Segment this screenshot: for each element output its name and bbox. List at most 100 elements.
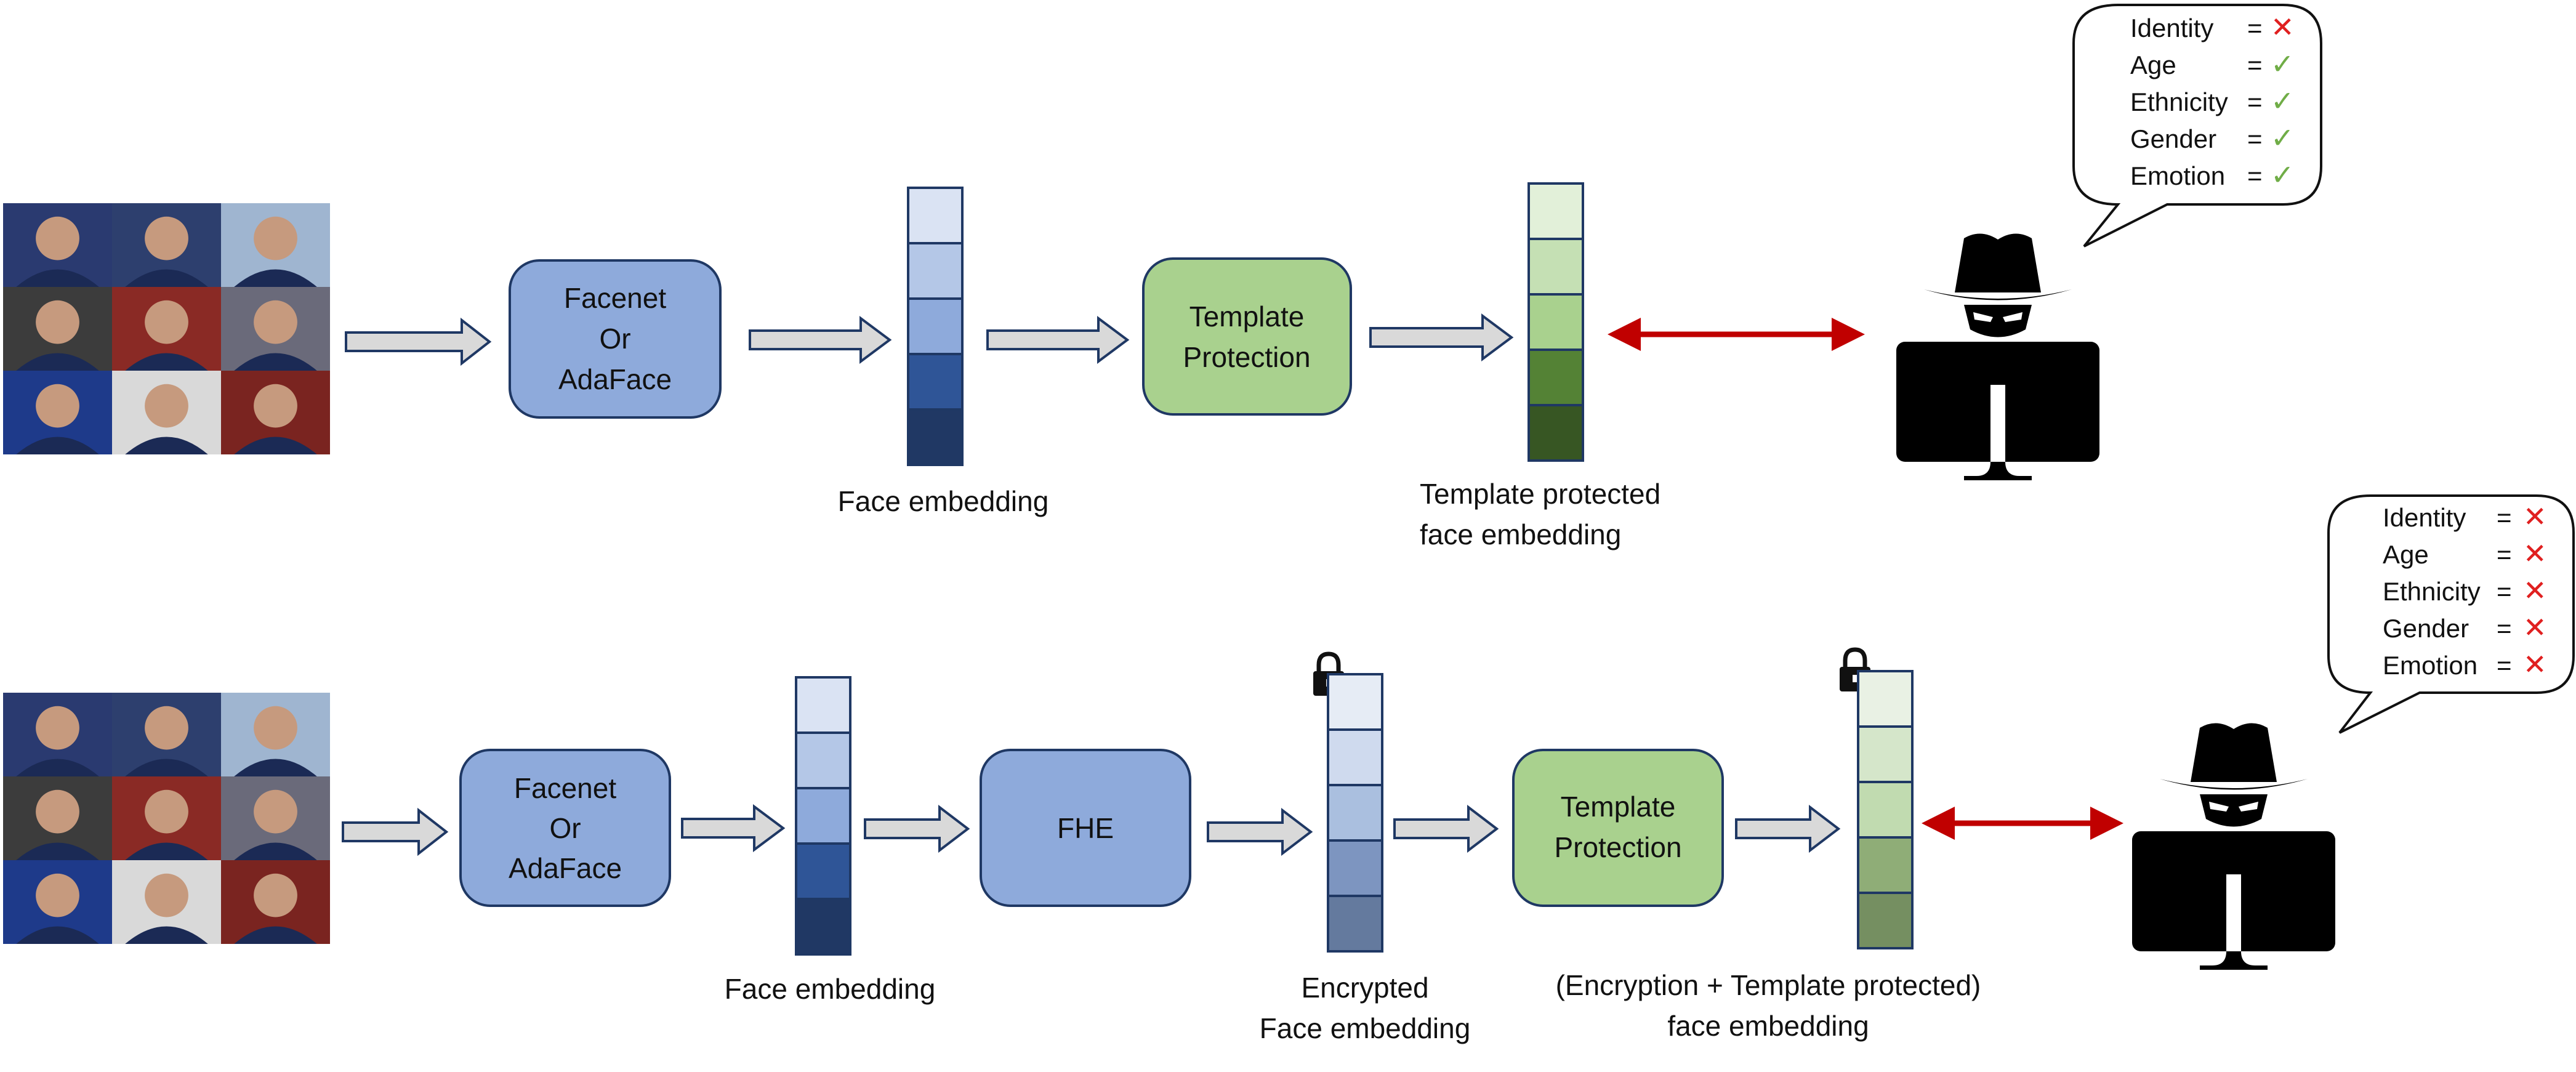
flow-arrow xyxy=(1393,804,1499,853)
hacker-icon xyxy=(1896,233,2099,480)
equals-sign: = xyxy=(2497,503,2512,532)
cross-icon: ✕ xyxy=(2523,537,2547,570)
embedding-cell xyxy=(1327,728,1383,786)
face-photo xyxy=(3,860,112,944)
face-photo xyxy=(221,776,330,860)
face-photo xyxy=(3,776,112,860)
flow-arrow xyxy=(749,316,892,364)
cross-icon: ✕ xyxy=(2523,500,2547,533)
embedding-cell xyxy=(795,731,851,789)
fhe-box: FHE xyxy=(980,749,1191,907)
hacker-icon xyxy=(2132,723,2335,970)
enc-protected-label-line-1: (Encryption + Template protected) xyxy=(1556,969,1981,1001)
embedding-cell xyxy=(1527,293,1584,351)
face-photo xyxy=(221,371,330,454)
equals-sign: = xyxy=(2497,651,2512,680)
model-name-1: Facenet xyxy=(564,282,666,314)
face-embedding-label-bottom: Face embedding xyxy=(725,973,936,1005)
equals-sign: = xyxy=(2247,14,2263,42)
check-icon: ✓ xyxy=(2271,84,2295,118)
attribute-label: Identity xyxy=(2130,14,2213,42)
encrypted-embedding-vector xyxy=(1327,673,1383,953)
embedding-cell xyxy=(795,898,851,956)
embedding-cell xyxy=(1327,784,1383,842)
speech-bubble-bottom: Identity=✕Age=✕Ethnicity=✕Gender=✕Emotio… xyxy=(2327,494,2575,734)
enc-protected-label-line-2: face embedding xyxy=(1667,1010,1869,1042)
embedding-cell xyxy=(907,297,964,355)
equals-sign: = xyxy=(2247,87,2263,116)
embedding-cell xyxy=(907,242,964,300)
embedding-cell xyxy=(907,353,964,411)
embedding-cell xyxy=(1327,895,1383,953)
embedding-cell xyxy=(1527,238,1584,296)
check-icon: ✓ xyxy=(2271,47,2295,81)
face-embedding-vector-bottom xyxy=(795,676,851,956)
flow-arrow xyxy=(342,807,449,856)
embedding-cell xyxy=(795,787,851,845)
protection-line-1: Template xyxy=(1561,791,1676,823)
embedding-cell xyxy=(1857,781,1914,839)
embedding-cell xyxy=(1527,182,1584,240)
flow-arrow xyxy=(345,317,492,366)
encrypted-label-line-2: Face embedding xyxy=(1260,1012,1471,1044)
face-photo xyxy=(3,203,112,287)
face-photo xyxy=(221,287,330,371)
encrypted-label-line-1: Encrypted xyxy=(1301,972,1428,1004)
embedding-cell xyxy=(1857,836,1914,894)
flow-arrow xyxy=(1369,313,1514,361)
equals-sign: = xyxy=(2497,577,2512,606)
embedding-cell xyxy=(1527,349,1584,406)
face-model-box-bottom: Facenet Or AdaFace xyxy=(459,749,671,907)
face-photo-grid-bottom xyxy=(3,693,330,944)
check-icon: ✓ xyxy=(2271,121,2295,155)
fhe-label: FHE xyxy=(1057,812,1114,844)
embedding-cell xyxy=(1327,673,1383,731)
attribute-label: Ethnicity xyxy=(2383,577,2481,606)
bottom-row: Facenet Or AdaFace Face embedding FHE En… xyxy=(3,494,2575,1044)
equals-sign: = xyxy=(2247,161,2263,190)
protection-line-2: Protection xyxy=(1554,831,1681,863)
equals-sign: = xyxy=(2497,540,2512,569)
model-name-2: AdaFace xyxy=(558,363,672,395)
embedding-cell xyxy=(1857,725,1914,783)
template-protection-box-bottom: Template Protection xyxy=(1512,749,1724,907)
embedding-cell xyxy=(907,187,964,244)
flow-arrow xyxy=(864,804,970,853)
model-or: Or xyxy=(599,323,630,355)
embedding-cell xyxy=(907,408,964,466)
embedding-cell xyxy=(795,842,851,900)
face-photo xyxy=(221,203,330,287)
equals-sign: = xyxy=(2247,50,2263,79)
face-model-box-top: Facenet Or AdaFace xyxy=(509,259,722,419)
face-photo xyxy=(112,693,221,776)
face-photo-grid-top xyxy=(3,203,330,454)
attribute-label: Age xyxy=(2383,540,2429,569)
encrypted-protected-embedding-vector xyxy=(1857,670,1914,949)
protection-line-2: Protection xyxy=(1183,341,1310,373)
face-photo xyxy=(3,371,112,454)
attribute-label: Gender xyxy=(2383,614,2469,643)
face-photo xyxy=(112,371,221,454)
cross-icon: ✕ xyxy=(2271,10,2295,44)
face-photo xyxy=(3,287,112,371)
face-photo xyxy=(221,693,330,776)
attribute-label: Emotion xyxy=(2383,651,2477,680)
face-photo xyxy=(3,693,112,776)
cross-icon: ✕ xyxy=(2523,611,2547,644)
model-or: Or xyxy=(549,812,581,844)
embedding-cell xyxy=(1857,670,1914,728)
flow-arrow xyxy=(986,316,1130,364)
check-icon: ✓ xyxy=(2271,158,2295,191)
equals-sign: = xyxy=(2247,124,2263,153)
model-name-1: Facenet xyxy=(514,772,616,804)
attribute-label: Age xyxy=(2130,50,2176,79)
equals-sign: = xyxy=(2497,614,2512,643)
cross-icon: ✕ xyxy=(2523,574,2547,607)
face-photo xyxy=(112,203,221,287)
face-photo xyxy=(221,860,330,944)
speech-bubble-top: Identity=✕Age=✓Ethnicity=✓Gender=✓Emotio… xyxy=(2072,4,2322,248)
protected-label-line-1: Template protected xyxy=(1420,478,1660,510)
face-embedding-vector-top xyxy=(907,187,964,466)
flow-arrow xyxy=(1207,807,1313,856)
